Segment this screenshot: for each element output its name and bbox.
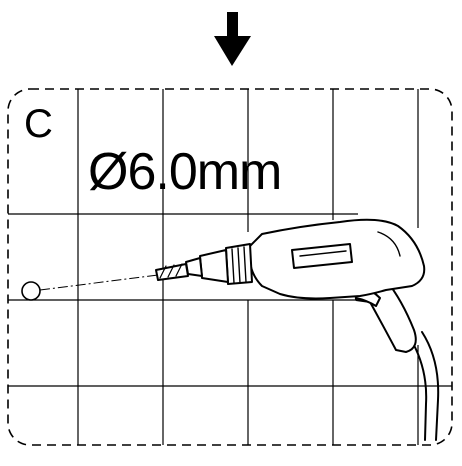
grid-lines bbox=[8, 89, 452, 445]
drill-target-circle-icon bbox=[21, 281, 41, 301]
step-label: C bbox=[24, 102, 53, 146]
power-drill-icon bbox=[155, 218, 440, 441]
down-arrow-icon bbox=[214, 12, 251, 66]
aim-line bbox=[39, 274, 159, 291]
drill-bit-diameter: Ø6.0mm bbox=[88, 143, 282, 201]
panel-frame bbox=[7, 88, 453, 446]
